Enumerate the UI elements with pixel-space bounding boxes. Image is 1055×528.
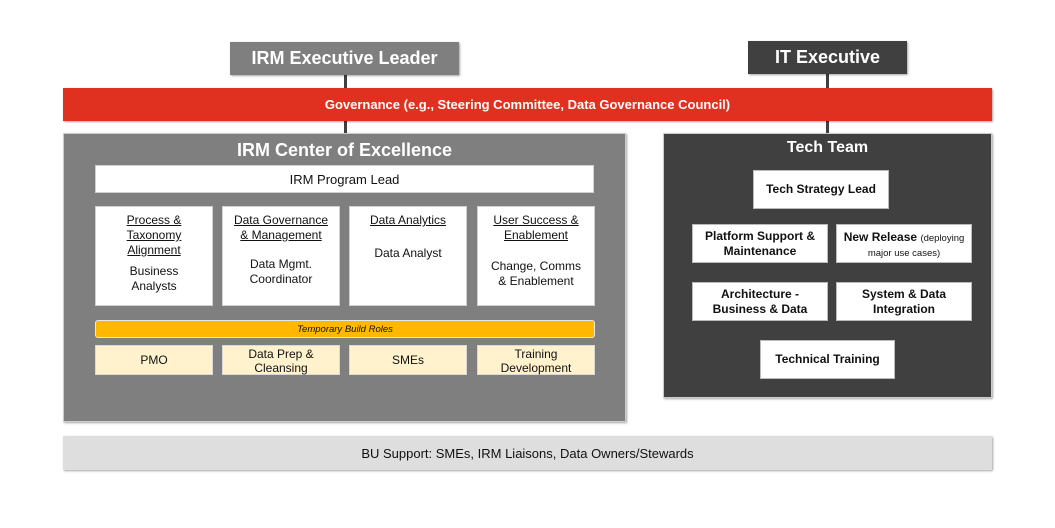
new-release-box: New Release (deploying major use cases) <box>836 224 972 263</box>
pillar-role: Business <box>129 264 179 278</box>
it-executive-box: IT Executive <box>748 41 907 74</box>
box-note: (deploying <box>920 233 965 244</box>
connector-line <box>826 74 829 89</box>
pillar-heading: Data Analytics <box>369 213 447 227</box>
pillar-role: Change, Comms <box>490 259 582 273</box>
pillar-heading: Taxonomy <box>126 228 182 242</box>
temp-role-label: Data Prep & <box>248 347 314 361</box>
box-label: Architecture - <box>720 287 800 301</box>
temporary-build-roles-bar: Temporary Build Roles <box>95 320 595 338</box>
temp-role-label: SMEs <box>391 353 424 367</box>
temp-role-label: Training <box>514 347 558 361</box>
pillar-heading: Data Governance <box>233 213 329 227</box>
pillar-heading: Process & <box>126 213 182 227</box>
temp-role-pmo: PMO <box>95 345 213 375</box>
box-label: Business & Data <box>712 302 808 316</box>
box-label: System & Data <box>861 287 947 301</box>
pillar-heading: & Management <box>240 228 322 242</box>
bu-support-bar: BU Support: SMEs, IRM Liaisons, Data Own… <box>63 436 992 470</box>
temp-role-label: Development <box>500 361 572 375</box>
architecture-box: Architecture -Business & Data <box>692 282 828 321</box>
box-label: New Release <box>843 230 918 244</box>
pillar-heading: Enablement <box>503 228 569 242</box>
pillar-process-taxonomy: Process & Taxonomy Alignment Business An… <box>95 206 213 306</box>
connector-line <box>344 75 347 89</box>
tech-strategy-lead-box: Tech Strategy Lead <box>753 170 889 209</box>
temp-role-label: PMO <box>140 353 168 367</box>
temp-role-label: Cleansing <box>254 361 308 375</box>
irm-executive-leader-box: IRM Executive Leader <box>230 42 459 75</box>
pillar-heading: User Success & <box>493 213 579 227</box>
temp-role-data-prep: Data Prep &Cleansing <box>222 345 340 375</box>
pillar-role: Coordinator <box>249 272 313 286</box>
platform-support-box: Platform Support &Maintenance <box>692 224 828 263</box>
pillar-heading: Alignment <box>127 243 181 257</box>
pillar-role: Data Mgmt. <box>249 257 312 271</box>
pillar-role: Data Analyst <box>374 246 442 260</box>
box-label: Platform Support & <box>705 229 815 243</box>
temp-role-smes: SMEs <box>349 345 467 375</box>
box-note: major use cases) <box>867 248 941 259</box>
tech-team-title: Tech Team <box>786 139 869 156</box>
box-label: Maintenance <box>723 244 797 258</box>
governance-bar: Governance (e.g., Steering Committee, Da… <box>63 88 992 121</box>
pillar-role: Analysts <box>131 279 177 293</box>
irm-program-lead-box: IRM Program Lead <box>95 165 594 193</box>
pillar-role: & Enablement <box>498 274 574 288</box>
box-label: Integration <box>873 302 935 316</box>
pillar-user-success: User Success & Enablement Change, Comms … <box>477 206 595 306</box>
coe-title: IRM Center of Excellence <box>236 139 453 160</box>
pillar-data-governance: Data Governance & Management Data Mgmt. … <box>222 206 340 306</box>
pillar-data-analytics: Data Analytics Data Analyst <box>349 206 467 306</box>
connector-line <box>826 120 829 134</box>
technical-training-box: Technical Training <box>760 340 895 379</box>
connector-line <box>344 120 347 134</box>
